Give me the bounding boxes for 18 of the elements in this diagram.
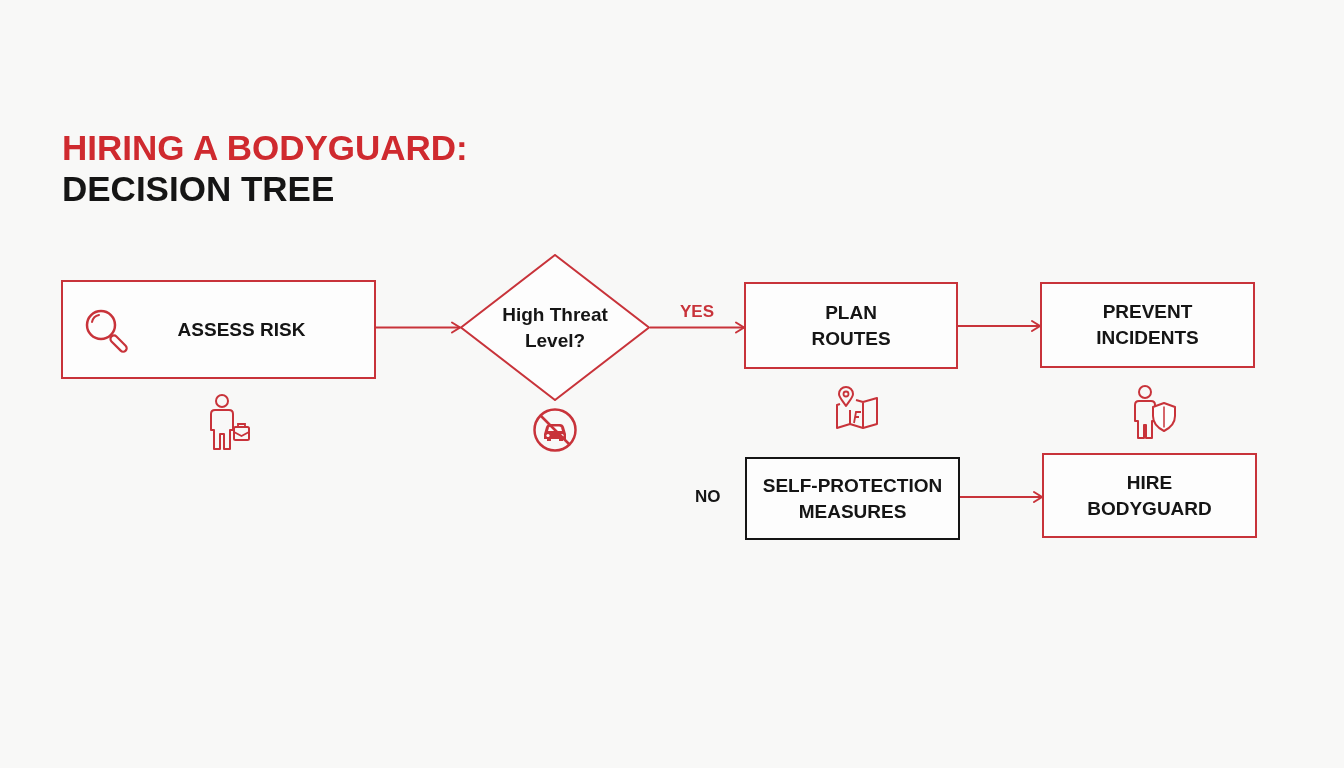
- step-text: HIRE BODYGUARD: [1086, 470, 1213, 521]
- step-text: ASSESS RISK: [177, 317, 306, 342]
- arrow: [649, 321, 745, 334]
- process-box: [1040, 282, 1255, 368]
- process-box: [745, 457, 960, 540]
- arrow: [375, 321, 461, 334]
- question-text: High Threat Level?: [501, 302, 609, 353]
- step-text: PLAN ROUTES: [810, 300, 892, 351]
- process-box: [61, 280, 376, 379]
- decision-diamond: [460, 254, 650, 401]
- arrow: [957, 320, 1041, 332]
- branch-label: NO: [695, 487, 721, 507]
- step-text: SELF-PROTECTION MEASURES: [761, 473, 944, 524]
- step-text: PREVENT INCIDENTS: [1095, 300, 1200, 350]
- diagram-title: HIRING A BODYGUARD: DECISION TREE: [62, 127, 469, 209]
- arrow: [959, 491, 1043, 503]
- process-box: [1042, 453, 1257, 538]
- process-box: [744, 282, 958, 369]
